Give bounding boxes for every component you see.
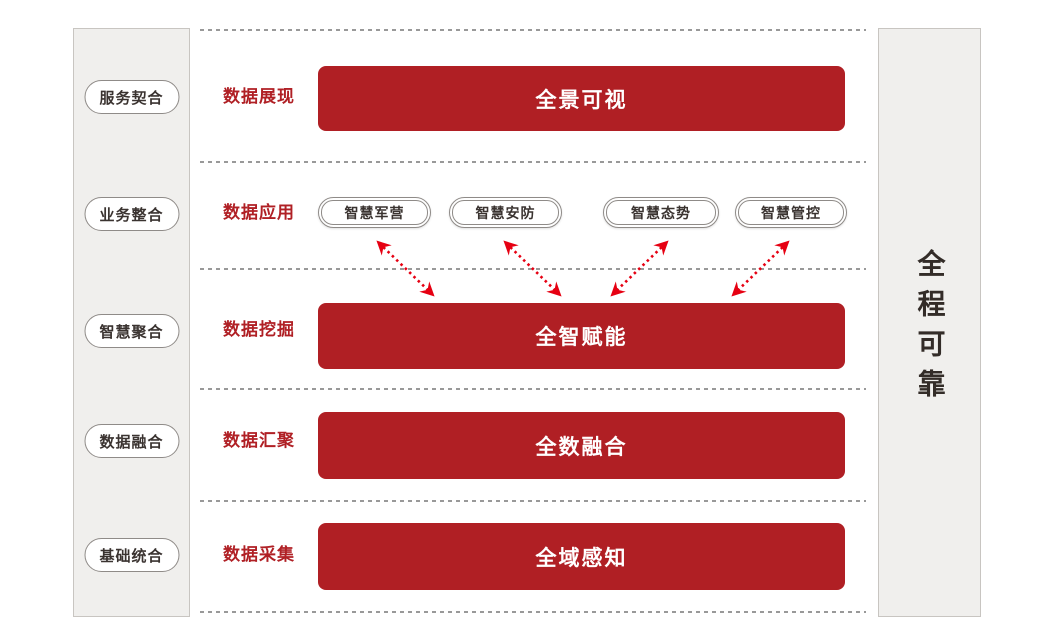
left-pill-service-fit: 服务契合 <box>84 80 179 114</box>
app-pill-smart-situation: 智慧态势 <box>603 197 719 228</box>
dotted-separator <box>200 611 866 613</box>
bar-panoramic-visualization: 全景可视 <box>318 66 845 131</box>
row-label-data-aggregation: 数据汇聚 <box>223 431 295 450</box>
left-pill-foundation-unification: 基础统合 <box>84 538 179 572</box>
bar-full-data-fusion: 全数融合 <box>318 412 845 479</box>
bar-full-domain-sensing: 全域感知 <box>318 523 845 590</box>
row-label-data-presentation: 数据展现 <box>223 87 295 106</box>
app-pill-inner-ring: 智慧军营 <box>321 200 428 225</box>
app-pill-smart-control: 智慧管控 <box>735 197 847 228</box>
dotted-separator <box>200 29 866 31</box>
right-panel: 全程可靠 <box>878 28 981 617</box>
app-pill-inner-ring: 智慧安防 <box>452 200 559 225</box>
app-pill-smart-security: 智慧安防 <box>449 197 562 228</box>
bar-full-intelligence-empowerment: 全智赋能 <box>318 303 845 369</box>
right-panel-vertical-label: 全程可靠 <box>914 248 946 409</box>
row-label-data-application: 数据应用 <box>223 203 295 222</box>
app-pill-label: 智慧军营 <box>344 204 405 221</box>
left-pill-wisdom-aggregation: 智慧聚合 <box>84 314 179 348</box>
left-pill-label: 业务整合 <box>99 206 164 224</box>
app-pill-label: 智慧态势 <box>631 204 691 221</box>
left-pill-label: 智慧聚合 <box>99 323 164 341</box>
bar-label: 全数融合 <box>535 435 628 459</box>
left-pill-data-fusion: 数据融合 <box>84 424 179 458</box>
dotted-separator <box>200 500 866 502</box>
row-label-data-mining: 数据挖掘 <box>223 320 295 339</box>
app-pill-smart-barracks: 智慧军营 <box>318 197 431 228</box>
app-pill-label: 智慧管控 <box>761 204 821 221</box>
app-pill-inner-ring: 智慧管控 <box>738 200 844 225</box>
left-pill-business-integration: 业务整合 <box>84 197 179 231</box>
bar-label: 全域感知 <box>535 546 628 570</box>
left-pill-label: 服务契合 <box>99 89 164 107</box>
app-pill-label: 智慧安防 <box>475 204 536 221</box>
app-pill-inner-ring: 智慧态势 <box>606 200 716 225</box>
left-pill-label: 基础统合 <box>99 547 164 565</box>
dotted-separator <box>200 268 866 270</box>
row-label-data-collection: 数据采集 <box>223 545 295 564</box>
left-panel: 服务契合 业务整合 智慧聚合 数据融合 基础统合 <box>73 28 190 617</box>
dotted-separator <box>200 161 866 163</box>
dotted-separator <box>200 388 866 390</box>
bar-label: 全智赋能 <box>535 326 628 349</box>
bar-label: 全景可视 <box>535 88 628 112</box>
left-pill-label: 数据融合 <box>99 433 164 451</box>
